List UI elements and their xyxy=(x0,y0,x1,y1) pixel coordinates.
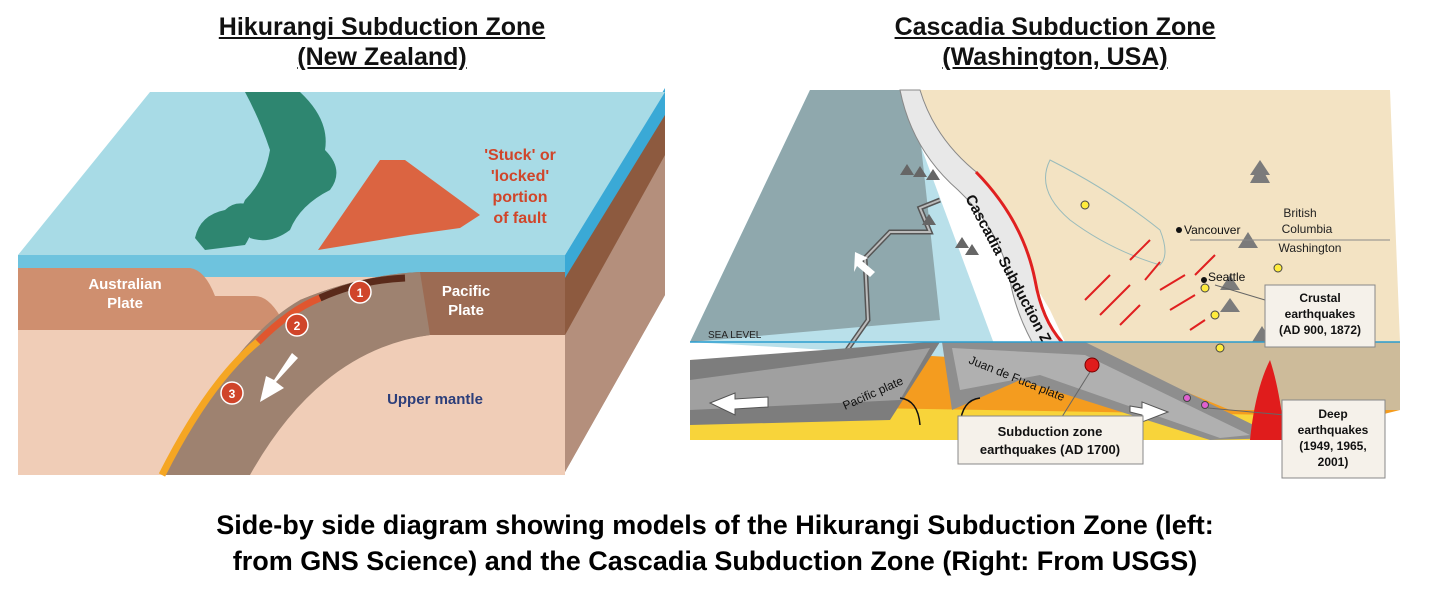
deep-quake-dot-2 xyxy=(1201,401,1209,409)
british-columbia-label-1: British xyxy=(1283,206,1316,220)
continental-front xyxy=(1065,342,1400,410)
land-map xyxy=(900,90,1400,342)
seattle-label: Seattle xyxy=(1208,270,1246,284)
crustal-quakes-line3: (AD 900, 1872) xyxy=(1279,323,1361,337)
deep-quakes-callout xyxy=(1281,399,1386,479)
side-ocean xyxy=(565,88,665,278)
sea-level-label: SEA LEVEL xyxy=(708,330,762,341)
deep-quakes-line4: 2001) xyxy=(1318,455,1349,469)
ocean-motion-left-arrow-icon xyxy=(854,252,875,277)
cascadia-title-line2: (Washington, USA) xyxy=(942,43,1168,71)
seamount-icons xyxy=(900,164,979,255)
fault-line-middle xyxy=(255,294,322,345)
marker-1-label: 1 xyxy=(357,286,364,300)
crustal-quakes-callout xyxy=(1264,284,1376,348)
locked-label-2: 'locked' xyxy=(491,168,549,185)
upper-mantle-label: Upper mantle xyxy=(387,391,483,408)
australian-plate-crust xyxy=(18,268,280,330)
subduction-quake-dot xyxy=(1084,357,1100,373)
locked-fault-area xyxy=(318,160,480,250)
crustal-quake-dots xyxy=(1080,200,1283,353)
crustal-quakes-line1: Crustal xyxy=(1299,291,1340,305)
australian-plate-label-1: Australian xyxy=(88,276,161,293)
deep-callout-pointer xyxy=(1207,407,1286,416)
hikurangi-diagram: 'Stuck' or 'locked' portion of fault Aus… xyxy=(18,88,665,477)
subduction-quakes-callout xyxy=(957,415,1144,465)
deep-quakes-line1: Deep xyxy=(1318,407,1347,421)
marker-3-label: 3 xyxy=(229,387,236,401)
crustal-callout-pointer xyxy=(1214,284,1266,301)
subducting-slab xyxy=(165,272,430,475)
deep-quake-dot-1 xyxy=(1183,394,1191,402)
pacific-plate-band xyxy=(690,348,930,410)
seattle-dot xyxy=(1201,277,1207,283)
south-island-land xyxy=(195,203,254,250)
hikurangi-title-line2: (New Zealand) xyxy=(297,43,467,71)
cascadia-diagram: Vancouver Seattle British Columbia Washi… xyxy=(690,89,1400,479)
north-island-land xyxy=(241,92,337,241)
locked-label-3: portion xyxy=(492,189,547,206)
marker-2-label: 2 xyxy=(294,319,301,333)
caption-line2: from GNS Science) and the Cascadia Subdu… xyxy=(232,546,1198,576)
pacific-motion-arrow-icon xyxy=(708,392,769,416)
deep-quakes-line2: earthquakes xyxy=(1298,423,1369,437)
washington-label: Washington xyxy=(1279,241,1342,255)
caption-line1: Side-by side diagram showing models of t… xyxy=(216,510,1214,540)
locked-label-1: 'Stuck' or xyxy=(484,147,556,164)
subduction-quakes-line1: Subduction zone xyxy=(998,424,1103,439)
vancouver-island xyxy=(1045,159,1166,266)
caption: Side-by side diagram showing models of t… xyxy=(0,507,1430,579)
volcano-icons xyxy=(1220,160,1272,342)
vancouver-label: Vancouver xyxy=(1184,223,1240,237)
marker-1: 1 xyxy=(348,280,372,304)
fault-line-lower xyxy=(158,337,263,477)
trench-red-line xyxy=(974,170,1064,344)
marker-3: 3 xyxy=(220,381,244,405)
pacific-plate-label-2: Plate xyxy=(448,302,484,319)
hikurangi-title: Hikurangi Subduction Zone (New Zealand) xyxy=(182,12,582,72)
cascadia-title: Cascadia Subduction Zone (Washington, US… xyxy=(855,12,1255,72)
pacific-block-top xyxy=(690,90,940,342)
cascadia-title-line1: Cascadia Subduction Zone xyxy=(894,13,1216,41)
locked-label-4: of fault xyxy=(493,210,547,227)
hikurangi-title-line1: Hikurangi Subduction Zone xyxy=(218,13,546,41)
side-mantle xyxy=(565,155,665,472)
subduction-arrow-icon xyxy=(260,353,298,402)
pacific-plate-label-1: Pacific xyxy=(442,283,490,300)
australian-plate-label-2: Plate xyxy=(107,295,143,312)
crustal-quakes-line2: earthquakes xyxy=(1285,307,1356,321)
crustal-fault-lines xyxy=(1084,239,1216,331)
deep-quakes-line3: (1949, 1965, xyxy=(1299,439,1366,453)
ocean-motion-right-arrow-icon xyxy=(980,280,1001,305)
vancouver-dot xyxy=(1176,227,1182,233)
spreading-ridge-inner xyxy=(839,199,941,361)
subduction-quakes-line2: earthquakes (AD 1700) xyxy=(980,442,1120,457)
marker-2: 2 xyxy=(285,313,309,337)
ocean-surface xyxy=(18,92,665,255)
convection-left-arrow xyxy=(899,397,921,426)
british-columbia-label-2: Columbia xyxy=(1282,222,1333,236)
subduction-callout-pointer xyxy=(1059,371,1091,421)
magma-plume xyxy=(1250,360,1285,440)
juan-de-fuca-band xyxy=(952,348,1250,438)
